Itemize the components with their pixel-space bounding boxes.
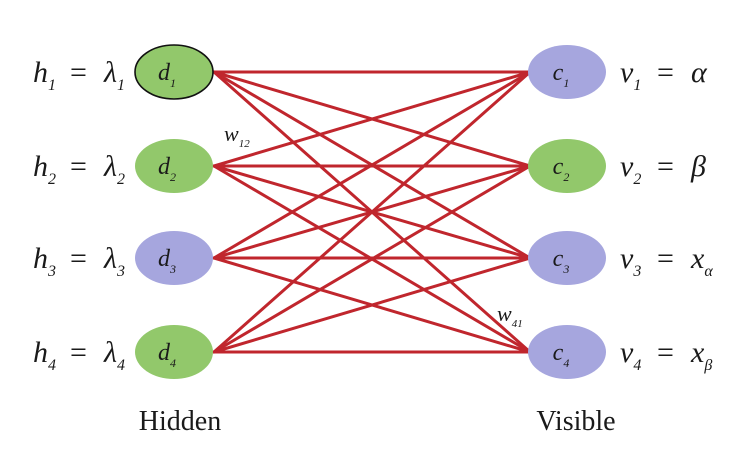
- visible-node-label: c1: [553, 60, 570, 90]
- equation-equals: =: [657, 242, 674, 275]
- visible-equation-c3: v3 = xα: [620, 242, 713, 280]
- hidden-layer-label: Hidden: [139, 406, 221, 437]
- visible-layer-label: Visible: [536, 406, 615, 437]
- equation-lhs: v4: [620, 336, 641, 374]
- visible-node-label: c2: [553, 154, 570, 184]
- hidden-node-d4: d4: [135, 325, 213, 379]
- equation-equals: =: [70, 336, 87, 369]
- hidden-node-d1: d1: [134, 44, 214, 100]
- edges-layer: [212, 70, 532, 354]
- visible-equation-c4: v4 = xβ: [620, 336, 712, 374]
- visible-node-c1: c1: [528, 45, 606, 99]
- hidden-equation-d1: h1 = λ1: [33, 56, 125, 94]
- labels-layer: h1 = λ1 h2 = λ2 h3 = λ3 h4 = λ4 v1 = α v2 = β v3 = xα v4 = xβ w1…: [33, 56, 713, 374]
- visible-node-label: c4: [553, 340, 570, 370]
- equation-equals: =: [657, 56, 674, 89]
- visible-node-label: c3: [553, 246, 570, 276]
- equation-equals: =: [657, 336, 674, 369]
- edge-d2-c1: [212, 70, 532, 168]
- equation-lhs: h1: [33, 56, 56, 94]
- equation-rhs: λ3: [103, 242, 125, 280]
- equation-lhs: h4: [33, 336, 56, 374]
- edge-d4-c3: [212, 256, 532, 354]
- visible-node-c2: c2: [528, 139, 606, 193]
- equation-lhs: v1: [620, 56, 641, 94]
- hidden-equation-d4: h4 = λ4: [33, 336, 125, 374]
- edge-d4-c1: [212, 70, 532, 354]
- hidden-node-shape: [135, 231, 213, 285]
- equation-lhs: h3: [33, 242, 56, 280]
- edge-d4-c2: [212, 164, 532, 354]
- equation-rhs: xα: [690, 242, 713, 280]
- equation-rhs: λ1: [103, 56, 125, 94]
- weight-label-w41: w41: [497, 301, 523, 330]
- equation-lhs: h2: [33, 150, 56, 188]
- equation-rhs: λ4: [103, 336, 125, 374]
- visible-node-shape: [528, 45, 606, 99]
- equation-rhs: β: [690, 150, 706, 183]
- hidden-equation-d3: h3 = λ3: [33, 242, 125, 280]
- weight-label-w12: w12: [224, 121, 250, 150]
- hidden-node-shape: [135, 325, 213, 379]
- hidden-node-d2: d2: [135, 139, 213, 193]
- visible-node-shape: [528, 139, 606, 193]
- visible-node-shape: [528, 325, 606, 379]
- nodes-layer: d1 d2 d3 d4 c1 c2 c3 c4: [134, 44, 606, 379]
- visible-equation-c2: v2 = β: [620, 150, 706, 188]
- equation-lhs: v3: [620, 242, 641, 280]
- hidden-equation-d2: h2 = λ2: [33, 150, 125, 188]
- hidden-node-shape: [135, 139, 213, 193]
- hidden-node-label: d2: [158, 154, 176, 184]
- equation-equals: =: [70, 242, 87, 275]
- hidden-node-d3: d3: [135, 231, 213, 285]
- equation-equals: =: [70, 56, 87, 89]
- edge-d3-c1: [212, 70, 532, 260]
- equation-lhs: v2: [620, 150, 641, 188]
- visible-node-shape: [528, 231, 606, 285]
- equation-equals: =: [657, 150, 674, 183]
- equation-rhs: xβ: [690, 336, 712, 374]
- hidden-node-label: d1: [158, 60, 176, 90]
- visible-node-c4: c4: [528, 325, 606, 379]
- visible-node-c3: c3: [528, 231, 606, 285]
- visible-equation-c1: v1 = α: [620, 56, 708, 94]
- hidden-node-label: d4: [158, 340, 176, 370]
- equation-rhs: α: [691, 56, 708, 89]
- hidden-node-label: d3: [158, 246, 176, 276]
- equation-equals: =: [70, 150, 87, 183]
- hidden-node-shape: [134, 44, 214, 100]
- equation-rhs: λ2: [103, 150, 125, 188]
